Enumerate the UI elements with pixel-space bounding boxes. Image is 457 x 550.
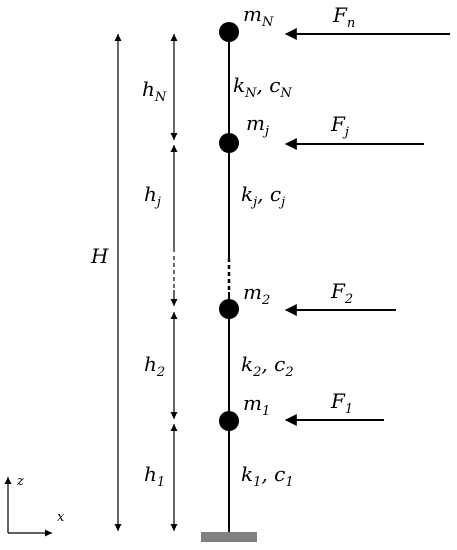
masses: mN mj m2 m1 bbox=[219, 2, 274, 431]
force-label-2: F2 bbox=[330, 279, 353, 307]
force-label-N: Fn bbox=[332, 3, 355, 31]
mass-node-j bbox=[219, 133, 239, 153]
stiffness-damping-label-N: kN, cN bbox=[233, 73, 292, 101]
mass-label-N: mN bbox=[243, 2, 274, 30]
total-height-label: H bbox=[90, 244, 109, 268]
lateral-forces: Fn Fj F2 F1 bbox=[284, 3, 450, 426]
z-axis-label: z bbox=[16, 474, 24, 489]
story-height-label-1: h1 bbox=[144, 462, 165, 490]
total-height-dimension: H bbox=[90, 34, 122, 531]
coordinate-axes: z x bbox=[4, 474, 65, 537]
stiffness-damping-label-2: k2, c2 bbox=[241, 352, 294, 380]
stiffness-damping-label-j: kj, cj bbox=[241, 182, 285, 210]
story-height-label-2: h2 bbox=[144, 352, 165, 380]
story-height-label-j: hj bbox=[144, 182, 161, 210]
ground-support bbox=[201, 532, 257, 542]
force-label-1: F1 bbox=[330, 389, 353, 417]
story-height-dimensions: hN hj h2 h1 bbox=[142, 34, 178, 531]
mass-label-2: m2 bbox=[243, 280, 270, 308]
mass-node-N bbox=[219, 22, 239, 42]
stiffness-damping-labels: kN, cN kj, cj k2, c2 k1, c1 bbox=[233, 73, 294, 490]
mass-label-1: m1 bbox=[243, 391, 270, 419]
mass-node-1 bbox=[219, 411, 239, 431]
mass-node-2 bbox=[219, 299, 239, 319]
force-label-j: Fj bbox=[330, 112, 349, 140]
x-axis-label: x bbox=[57, 510, 65, 525]
story-height-label-N: hN bbox=[142, 77, 167, 105]
mass-label-j: mj bbox=[246, 111, 269, 139]
stiffness-damping-label-1: k1, c1 bbox=[241, 462, 294, 490]
